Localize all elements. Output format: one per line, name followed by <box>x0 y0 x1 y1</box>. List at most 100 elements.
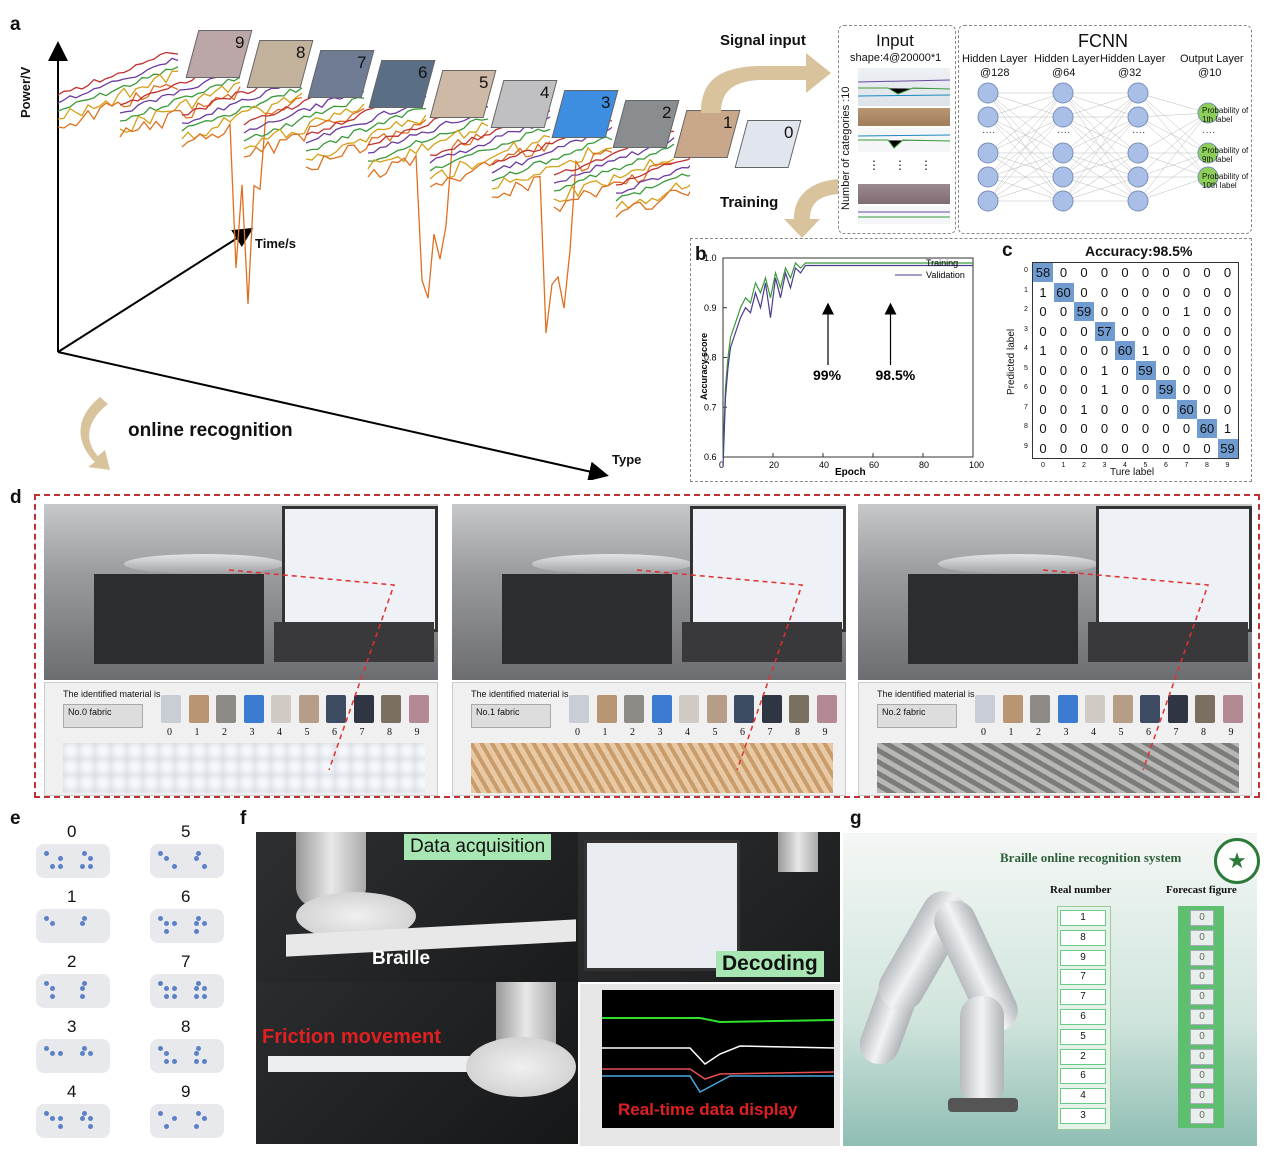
braille-card <box>36 1104 110 1138</box>
hidden-neuron <box>1052 106 1074 128</box>
cm-cell: 0 <box>1059 382 1068 397</box>
braille-digit: 2 <box>67 952 77 971</box>
cm-cell: 0 <box>1080 421 1088 436</box>
signal-trace <box>57 57 179 104</box>
cm-cell: 0 <box>1080 382 1088 397</box>
cm-cell: 0 <box>1100 401 1109 417</box>
braille-dot <box>88 864 93 869</box>
braille-dot <box>58 1124 63 1129</box>
machine-disk <box>124 554 284 574</box>
num-categories-label: Number of categories :10 <box>840 86 852 210</box>
input-shape: shape:4@20000*1 <box>850 52 942 64</box>
cm-cell: 0 <box>1039 323 1047 339</box>
fabric-swatch <box>706 695 727 723</box>
signal-trace <box>57 83 179 129</box>
real-number-cell: 9 <box>1060 949 1106 966</box>
signal-trace <box>119 81 241 133</box>
braille-dot <box>194 994 199 999</box>
fabric-swatch <box>596 695 617 723</box>
signal-trace <box>119 76 241 122</box>
fabric-swatch <box>569 695 589 723</box>
cm-row-label: 0 <box>1024 267 1028 274</box>
signal-trace <box>429 128 551 172</box>
fabric-swatch <box>761 695 782 723</box>
cm-cell: 0 <box>1162 440 1170 456</box>
cm-cell: 0 <box>1059 323 1068 339</box>
cm-cell: 0 <box>1100 440 1109 456</box>
x-tick-label: 80 <box>919 460 929 470</box>
braille-dot <box>202 921 207 926</box>
cm-cell: 0 <box>1121 304 1129 319</box>
cm-cell: 1 <box>1100 382 1109 397</box>
forecast-cell: 0 <box>1190 1068 1214 1085</box>
braille-dot <box>82 851 87 856</box>
cm-cell: 0 <box>1223 304 1232 319</box>
cm-cell: 0 <box>1141 401 1150 417</box>
robot-arm-render <box>854 876 1030 1126</box>
fabric-texture-view <box>63 743 425 793</box>
real-number-cell: 6 <box>1060 1068 1106 1085</box>
braille-dot <box>88 1051 93 1056</box>
hidden-neuron <box>1127 106 1149 128</box>
fabric-swatch <box>381 695 401 723</box>
signal-input-label: Signal input <box>720 32 806 49</box>
real-number-cell: 5 <box>1060 1028 1106 1045</box>
fabric-swatch <box>326 695 346 723</box>
forecast-cell: 0 <box>1190 1088 1214 1105</box>
real-number-cell: 3 <box>1060 1108 1106 1124</box>
cm-col-label: 9 <box>1225 462 1230 469</box>
annotation-label: 98.5% <box>876 367 916 383</box>
x-tick-label: 40 <box>819 460 829 470</box>
real-number-cell: 8 <box>1060 929 1106 946</box>
cm-cell: 1 <box>1141 343 1150 358</box>
braille-system-title: Braille online recognition system <box>1000 850 1182 865</box>
signal-trace <box>305 107 427 152</box>
keyboard <box>274 622 434 662</box>
cm-cell: 0 <box>1141 382 1150 397</box>
signal-trace <box>429 141 551 188</box>
cm-cell: 0 <box>1100 265 1109 280</box>
swatch-label: 5 <box>304 727 310 738</box>
type-number: 8 <box>295 43 305 62</box>
y-tick-label: 0.7 <box>704 402 717 412</box>
braille-dot <box>196 916 201 921</box>
cm-cell: 59 <box>1156 380 1176 399</box>
braille-dot <box>196 851 201 856</box>
cm-cell: 0 <box>1039 382 1047 397</box>
braille-dot <box>172 986 177 991</box>
cm-cell: 0 <box>1100 284 1109 300</box>
emblem-icon: ★ <box>1214 838 1260 884</box>
cm-cell: 0 <box>1203 440 1211 456</box>
swatch-label: 0 <box>575 727 580 738</box>
forecast-cell: 0 <box>1190 949 1214 966</box>
real-number-cell: 4 <box>1060 1088 1106 1105</box>
braille-dot <box>158 1111 163 1116</box>
fabric-swatch <box>353 695 374 723</box>
layer-name: Output Layer <box>1180 53 1244 65</box>
signal-trace <box>243 96 365 142</box>
braille-digit: 8 <box>181 1017 191 1036</box>
braille-dot <box>44 1111 49 1116</box>
cm-cell: 0 <box>1203 284 1211 300</box>
cm-col-label: 8 <box>1205 462 1209 469</box>
output-label: Probability of 1th label <box>1202 106 1249 124</box>
cm-cell: 0 <box>1162 343 1170 358</box>
signal-trace <box>553 162 675 213</box>
type-number: 6 <box>417 63 427 82</box>
signal-trace <box>615 182 690 210</box>
type-number: 0 <box>783 123 793 142</box>
braille-card <box>150 844 224 878</box>
braille-dot <box>194 1051 199 1056</box>
fabric-texture-view <box>471 743 833 793</box>
braille-dot <box>80 994 85 999</box>
hidden-neuron <box>977 82 999 104</box>
cm-cell: 0 <box>1100 421 1109 436</box>
cm-cell: 0 <box>1039 304 1047 319</box>
braille-card <box>150 909 224 943</box>
cm-col-label: 3 <box>1102 462 1107 469</box>
neuron-ellipsis: ···· <box>1057 127 1070 138</box>
machine-photo <box>858 504 1252 680</box>
braille-dot <box>82 1111 87 1116</box>
forecast-cell: 0 <box>1190 910 1214 926</box>
